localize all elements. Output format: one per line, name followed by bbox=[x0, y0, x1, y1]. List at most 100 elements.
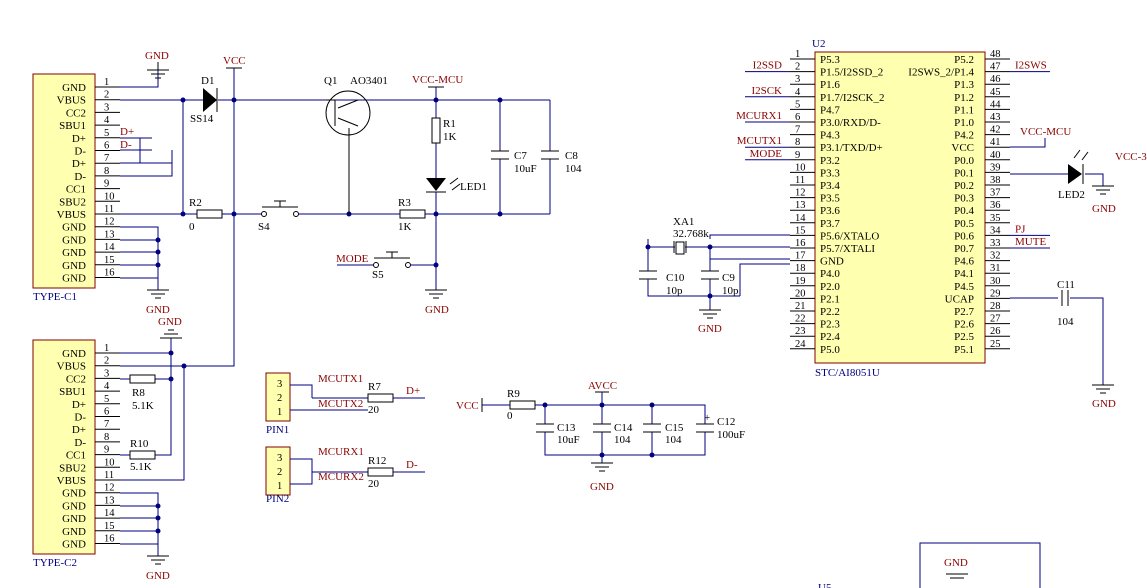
mcu-pin-number: 35 bbox=[990, 213, 1001, 224]
mcu-pin-number: 38 bbox=[990, 175, 1001, 186]
mcu-pin-number: 25 bbox=[990, 339, 1001, 350]
resistor-r2[interactable]: R2 0 bbox=[183, 197, 223, 233]
connector-pin-number: 1 bbox=[104, 77, 109, 88]
connector-pin-name: D+ bbox=[72, 399, 86, 411]
capacitor-c14[interactable]: C14 104 bbox=[593, 422, 633, 446]
svg-text:C14: C14 bbox=[614, 422, 633, 434]
pin-header-pin2[interactable]: 3 2 1 PIN2 MCURX1 MCURX2 bbox=[265, 446, 368, 505]
svg-text:C8: C8 bbox=[565, 150, 578, 162]
connector-pin-name: GND bbox=[62, 500, 86, 512]
led-led2[interactable]: LED2 bbox=[1058, 149, 1089, 201]
capacitor-c9[interactable]: C9 10p bbox=[701, 270, 739, 310]
capacitor-c13[interactable]: C13 10uF bbox=[536, 422, 580, 446]
switch-s4[interactable]: S4 bbox=[222, 200, 400, 233]
connector-pin-number: 12 bbox=[104, 483, 115, 494]
mcu-pin-name: P4.6 bbox=[954, 256, 974, 268]
resistor-r3[interactable]: R3 1K bbox=[398, 197, 550, 233]
type-c2-designator: TYPE-C2 bbox=[33, 557, 77, 569]
connector-pin-number: 15 bbox=[104, 255, 115, 266]
mcu-pin-name: P5.6/XTALO bbox=[820, 230, 879, 242]
svg-text:R9: R9 bbox=[507, 388, 520, 400]
connector-pin-number: 14 bbox=[104, 242, 115, 253]
connector-pin-name: CC2 bbox=[66, 373, 86, 385]
resistor-r8[interactable]: R8 5.1K bbox=[129, 374, 156, 412]
mcu-pin-number: 3 bbox=[795, 74, 800, 85]
svg-text:VCC-MCU: VCC-MCU bbox=[412, 74, 463, 86]
mcu-pin-number: 2 bbox=[795, 62, 800, 73]
type-c1-designator: TYPE-C1 bbox=[33, 291, 77, 303]
connector-pin-name: VBUS bbox=[57, 475, 86, 487]
mcu-pin-name: P3.4 bbox=[820, 180, 840, 192]
mcu-pin-name: P1.5/I2SSD_2 bbox=[820, 67, 883, 79]
led-led1[interactable]: LED1 bbox=[426, 177, 487, 214]
resistor-r1[interactable]: R1 1K bbox=[431, 117, 457, 178]
connector-pin-name: D- bbox=[74, 412, 86, 424]
connector-pin-number: 9 bbox=[104, 445, 109, 456]
mcu-pin-name: P5.0 bbox=[820, 344, 840, 356]
mcu-pin-number: 11 bbox=[795, 175, 805, 186]
svg-text:32.768k: 32.768k bbox=[673, 228, 709, 240]
ic-u5[interactable]: GND U5 bbox=[818, 542, 1041, 588]
mcu-pin-number: 13 bbox=[795, 200, 806, 211]
connector-pin-number: 3 bbox=[104, 368, 109, 379]
mcu-pin-name: P3.1/TXD/D+ bbox=[820, 142, 883, 154]
resistor-r9[interactable]: R9 0 bbox=[507, 388, 536, 422]
mcu-pin-number: 31 bbox=[990, 263, 1001, 274]
svg-text:R8: R8 bbox=[132, 387, 145, 399]
resistor-r12[interactable]: R12 20 D- bbox=[367, 455, 425, 490]
svg-text:PIN1: PIN1 bbox=[266, 424, 289, 436]
mcu-pin-name: P5.1 bbox=[954, 344, 974, 356]
svg-text:20: 20 bbox=[368, 478, 380, 490]
resistor-r7[interactable]: R7 20 D+ bbox=[367, 381, 425, 416]
mcu-pin-number: 32 bbox=[990, 251, 1001, 262]
mcu-pin-name: I2SWS_2/P1.4 bbox=[908, 67, 974, 79]
svg-text:LED1: LED1 bbox=[460, 181, 487, 193]
connector-pin-name: CC1 bbox=[66, 184, 86, 196]
pin-header-pin1[interactable]: 3 2 1 PIN1 MCUTX1 MCUTX2 bbox=[265, 372, 368, 436]
mcu-pin-name: P4.2 bbox=[954, 130, 974, 142]
connector-pin-number: 6 bbox=[104, 407, 109, 418]
capacitor-c8[interactable]: C8 104 bbox=[541, 100, 582, 214]
connector-pin-name: D+ bbox=[72, 158, 86, 170]
svg-text:1K: 1K bbox=[443, 131, 457, 143]
mcu-pin-name: P1.7/I2SCK_2 bbox=[820, 92, 885, 104]
transistor-q1[interactable]: Q1 AO3401 bbox=[324, 75, 388, 214]
mcu-pin-name: P2.3 bbox=[820, 319, 840, 331]
connector-pin-name: VBUS bbox=[57, 209, 86, 221]
connector-pin-name: GND bbox=[62, 247, 86, 259]
capacitor-c7[interactable]: C7 10uF bbox=[491, 97, 537, 217]
connector-pin-number: 10 bbox=[104, 457, 115, 468]
switch-s5[interactable]: MODE S5 bbox=[336, 214, 439, 290]
mcu-pin-number: 30 bbox=[990, 276, 1001, 287]
crystal-xa1[interactable]: XA1 32.768k bbox=[645, 216, 791, 271]
connector-pin-number: 1 bbox=[104, 343, 109, 354]
mcu-pin-number: 40 bbox=[990, 150, 1001, 161]
capacitor-c15[interactable]: C15 104 bbox=[643, 422, 684, 446]
svg-text:Q1: Q1 bbox=[324, 75, 337, 87]
connector-pin-name: CC1 bbox=[66, 450, 86, 462]
capacitor-c12[interactable]: + C12 100uF bbox=[696, 412, 745, 441]
mcu-pin-number: 39 bbox=[990, 162, 1001, 173]
c1-dminus-label: D- bbox=[120, 139, 132, 151]
capacitor-c10[interactable]: C10 10p bbox=[639, 270, 740, 297]
svg-text:0: 0 bbox=[507, 410, 513, 422]
diode-d1[interactable]: D1 SS14 bbox=[190, 75, 550, 125]
svg-text:C12: C12 bbox=[717, 416, 735, 428]
resistor-r10[interactable]: R10 5.1K bbox=[129, 438, 156, 473]
svg-text:VCC-3: VCC-3 bbox=[1115, 151, 1147, 163]
svg-text:D-: D- bbox=[406, 459, 418, 471]
mcu-pin-name: P2.0 bbox=[820, 281, 840, 293]
capacitor-c11[interactable]: C11 104 bbox=[1057, 279, 1075, 328]
svg-text:R1: R1 bbox=[443, 118, 456, 130]
svg-text:VCC: VCC bbox=[456, 400, 479, 412]
mcu-pin-number: 46 bbox=[990, 74, 1001, 85]
mcu-pin-name: P3.5 bbox=[820, 193, 840, 205]
mcu-pin-number: 1 bbox=[795, 49, 800, 60]
connector-pin-name: GND bbox=[62, 526, 86, 538]
mcu-pin-name: P3.7 bbox=[820, 218, 840, 230]
svg-text:U2: U2 bbox=[812, 38, 825, 50]
